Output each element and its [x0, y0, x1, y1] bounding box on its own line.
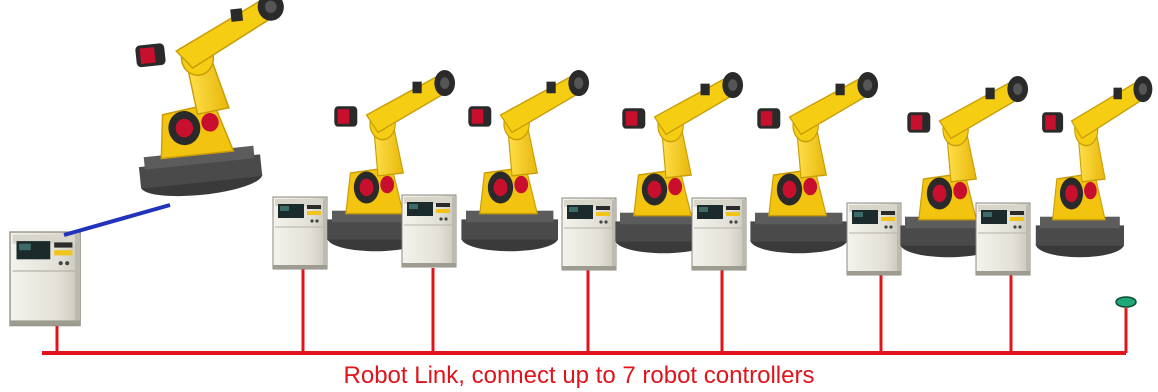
robot-controller-icon [846, 202, 902, 276]
link-terminator-icon [1115, 296, 1137, 308]
robot-controller-icon [561, 197, 617, 271]
robot-controller-icon [9, 231, 81, 327]
robot-controller-icon [975, 202, 1031, 276]
robot-controller-icon [401, 194, 457, 268]
robot-controller-icon [272, 196, 328, 270]
diagram-caption: Robot Link, connect up to 7 robot contro… [343, 362, 815, 389]
master-robot-cable [63, 203, 171, 237]
robot-controller-icon [691, 197, 747, 271]
robot-arm-icon [121, 0, 304, 202]
robot-arm-icon [1035, 75, 1154, 259]
